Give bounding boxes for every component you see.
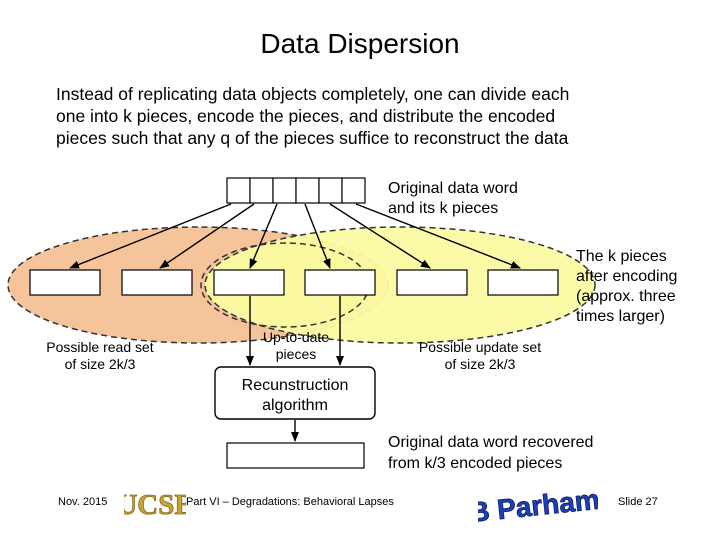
footer-date: Nov. 2015: [58, 496, 108, 508]
original-piece: [295, 177, 320, 204]
original-piece: [249, 177, 274, 204]
reconstruction-box: [214, 366, 376, 420]
slide-title: Data Dispersion: [260, 28, 460, 59]
encoded-piece: [121, 269, 193, 296]
up-to-date-label-line2: pieces: [276, 346, 316, 362]
recovered-label-line2: from k/3 encoded pieces: [388, 455, 562, 472]
update-set-label-line1: Possible update set: [419, 339, 541, 355]
author-logo: B Parhami: [478, 482, 598, 524]
up-to-date-label-line1: Up-to-date: [263, 329, 329, 345]
encoded-label-line3: (approx. three: [576, 288, 676, 305]
recovered-data-word: [226, 442, 365, 469]
encoding-arrows: [69, 203, 521, 269]
original-piece: [226, 177, 251, 204]
intro-paragraph: Instead of replicating data objects comp…: [56, 83, 696, 149]
original-piece: [318, 177, 343, 204]
svg-text:B Parhami: B Parhami: [478, 483, 598, 524]
update-set-label-line2: of size 2k/3: [445, 356, 516, 372]
original-piece: [272, 177, 297, 204]
footer-slide-number: Slide 27: [618, 496, 658, 508]
svg-text:UCSB: UCSB: [124, 489, 186, 520]
encoded-piece: [29, 269, 101, 296]
encoded-label-line2: after encoding: [576, 268, 677, 285]
intro-line-3: pieces such that any q of the pieces suf…: [56, 128, 569, 148]
encoded-label-line4: times larger): [576, 308, 665, 325]
original-label-line1: Original data word: [388, 180, 518, 197]
intro-line-2: one into k pieces, encode the pieces, an…: [56, 106, 556, 126]
original-data-word: [226, 177, 366, 204]
recovered-label-line1: Original data word recovered: [388, 434, 593, 451]
encoded-piece: [396, 269, 468, 296]
reconstruction-label-line1: Recunstruction: [242, 377, 349, 394]
reconstruction-label-line2: algorithm: [262, 397, 328, 414]
encoded-pieces: [29, 269, 559, 296]
original-piece: [341, 177, 366, 204]
footer-part-title: Part VI – Degradations: Behavioral Lapse…: [186, 496, 394, 508]
encoded-piece: [487, 269, 559, 296]
encoded-label-line1: The k pieces: [576, 248, 667, 265]
intro-line-1: Instead of replicating data objects comp…: [56, 84, 570, 104]
original-label-line2: and its k pieces: [388, 200, 498, 217]
encoded-piece: [304, 269, 376, 296]
encoded-piece: [213, 269, 285, 296]
ucsb-logo: UCSB: [124, 489, 186, 520]
read-set-label-line1: Possible read set: [46, 339, 154, 355]
read-set-label-line2: of size 2k/3: [65, 356, 136, 372]
